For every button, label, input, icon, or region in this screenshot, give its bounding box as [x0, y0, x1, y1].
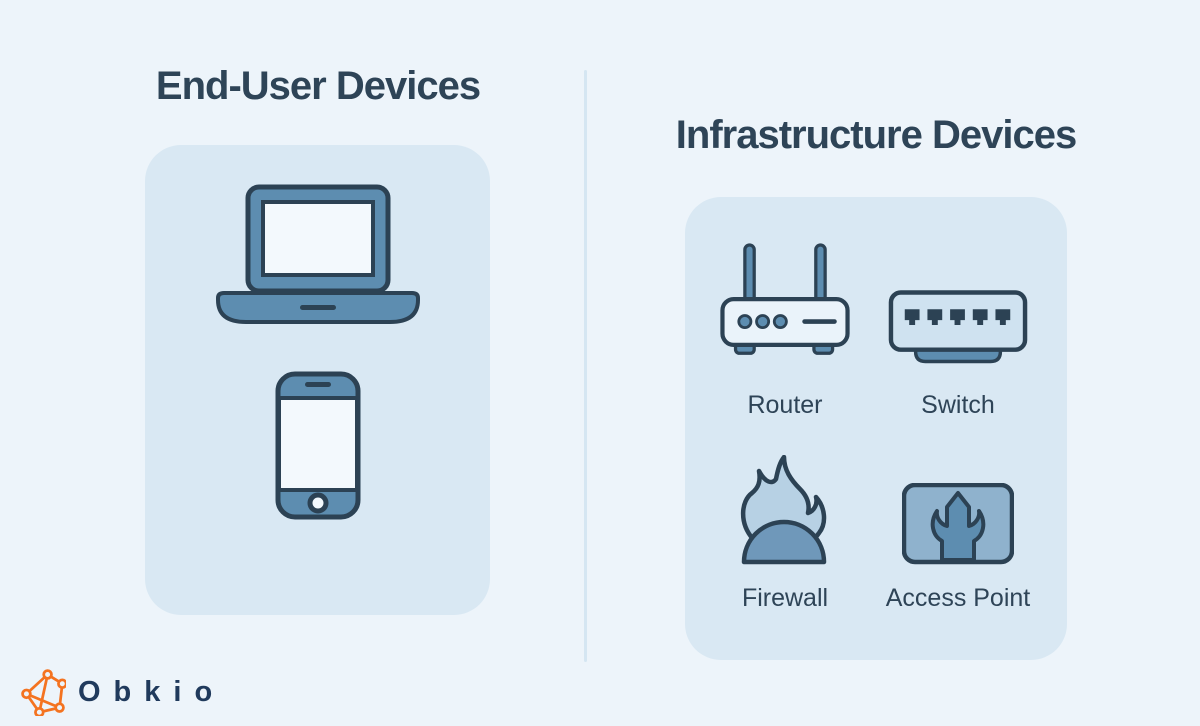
- left-panel-title: End-User Devices: [155, 64, 481, 108]
- switch-item: Switch: [868, 237, 1048, 423]
- switch-icon: [888, 237, 1028, 365]
- router-label: Router: [747, 391, 823, 419]
- brand-name: Obkio: [78, 675, 226, 708]
- end-user-devices-card: [145, 145, 490, 615]
- infrastructure-devices-card: Router Switch Firewall: [685, 197, 1067, 660]
- access-point-icon: [902, 455, 1014, 565]
- brand-logo: Obkio: [20, 668, 225, 716]
- obkio-logo-icon: [21, 669, 66, 716]
- smartphone-icon: [275, 371, 361, 525]
- firewall-item: Firewall: [695, 455, 875, 616]
- right-panel-title: Infrastructure Devices: [675, 113, 1077, 157]
- router-item: Router: [695, 237, 875, 423]
- firewall-label: Firewall: [741, 584, 829, 612]
- firewall-icon: [739, 455, 831, 565]
- vertical-divider: [584, 70, 587, 662]
- access-point-label: Access Point: [885, 584, 1031, 612]
- router-icon: [715, 237, 855, 365]
- access-point-item: Access Point: [868, 455, 1048, 616]
- laptop-icon: [212, 183, 424, 330]
- switch-label: Switch: [921, 391, 995, 419]
